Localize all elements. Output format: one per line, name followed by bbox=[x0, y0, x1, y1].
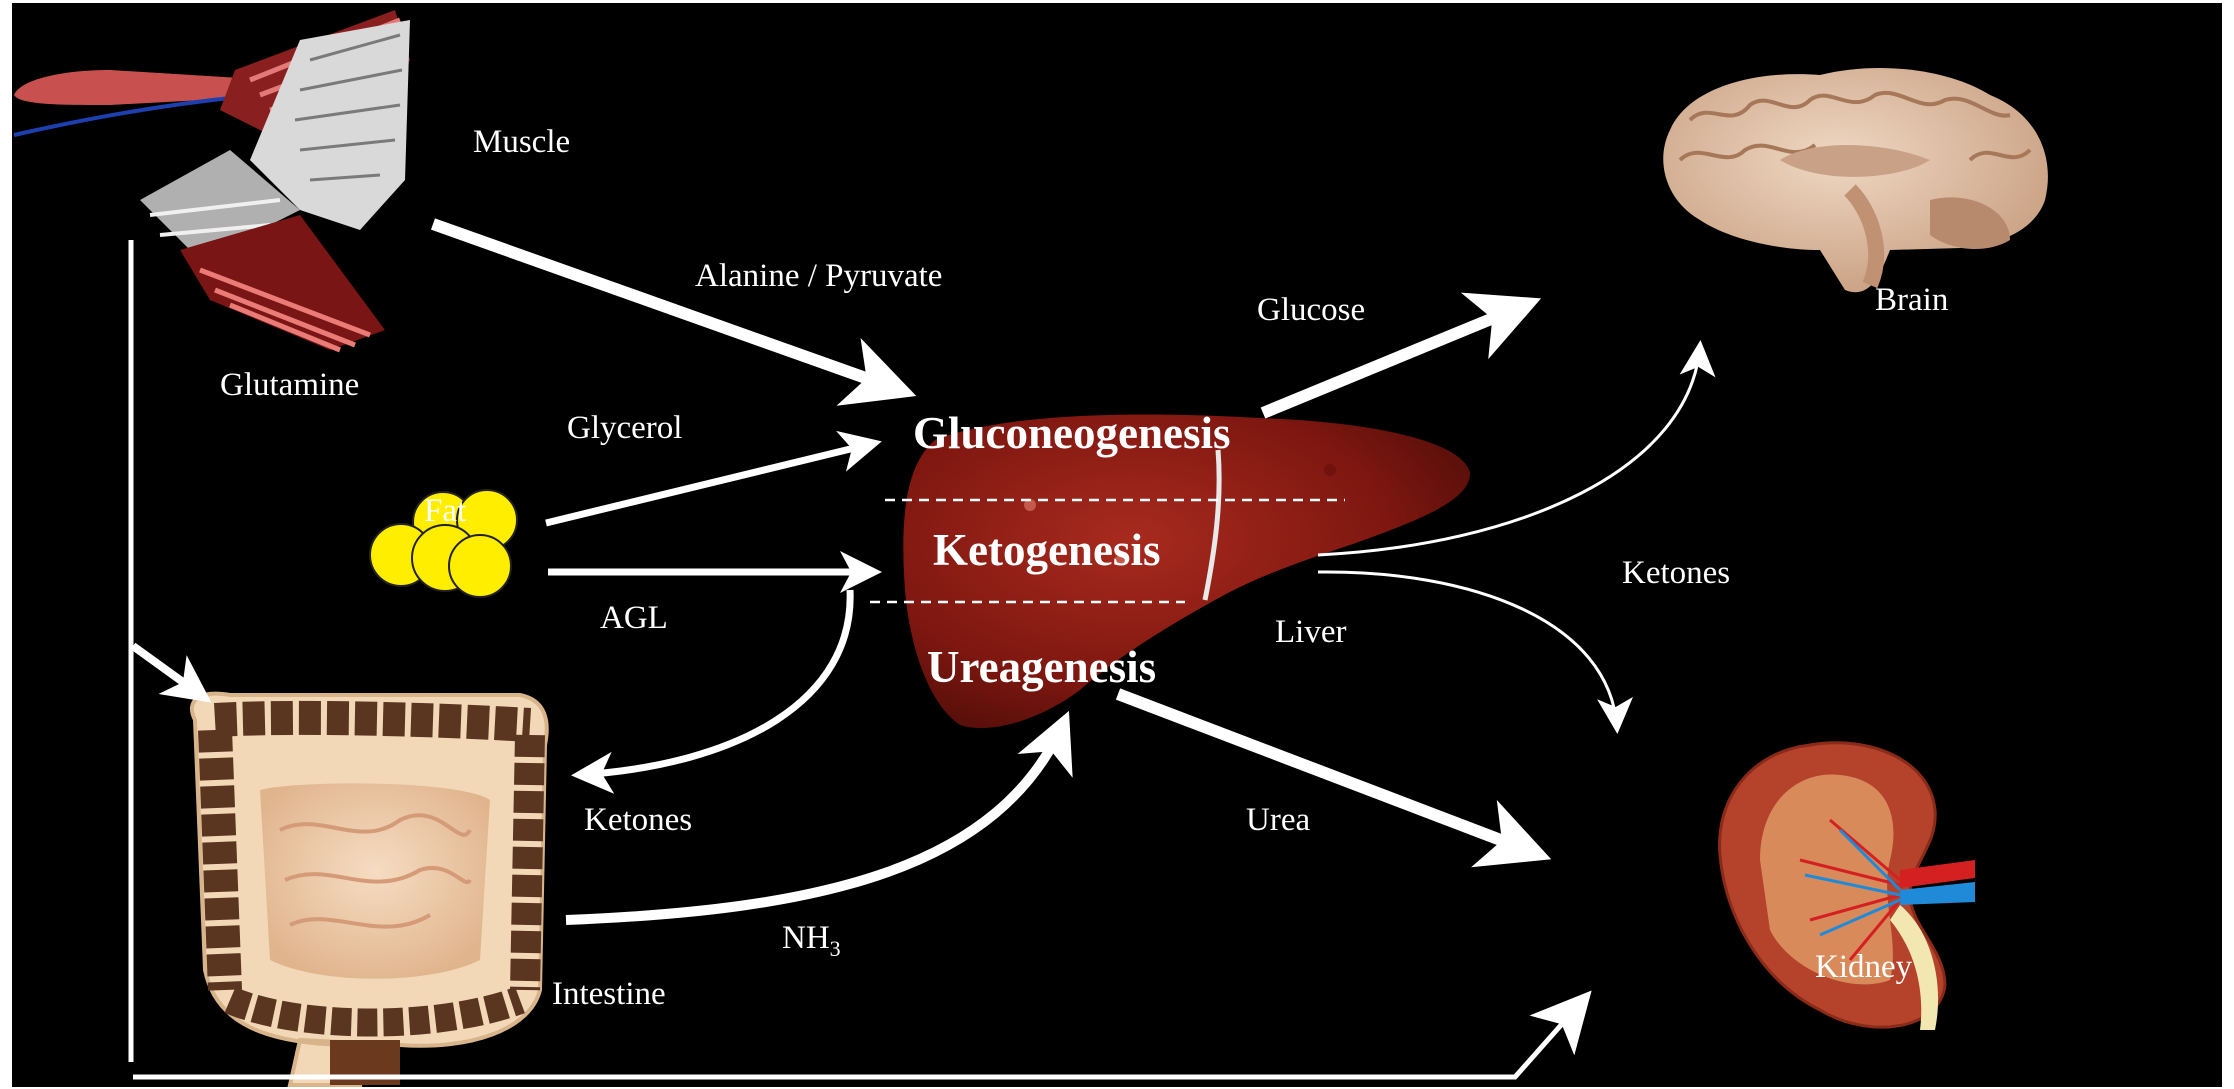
urea-label: Urea bbox=[1246, 804, 1310, 837]
brain-illustration bbox=[1663, 68, 2048, 292]
agl-label: AGL bbox=[600, 602, 668, 635]
arrow-alanine-to-liver bbox=[433, 224, 905, 392]
glycerol-label: Glycerol bbox=[567, 412, 682, 445]
ureagenesis-label: Ureagenesis bbox=[927, 645, 1156, 690]
arrow-glutamine-to-intestine bbox=[133, 646, 205, 698]
ketogenesis-label: Ketogenesis bbox=[933, 528, 1160, 573]
glucose-label: Glucose bbox=[1257, 294, 1365, 327]
glutamine-label: Glutamine bbox=[220, 369, 359, 402]
nh3-base: NH bbox=[782, 920, 830, 956]
liver-label: Liver bbox=[1275, 616, 1346, 649]
kidney-label: Kidney bbox=[1815, 951, 1912, 984]
gluconeogenesis-label: Gluconeogenesis bbox=[913, 411, 1231, 456]
arrow-ketones-to-kidney bbox=[1318, 572, 1617, 728]
fat-label: Fat bbox=[424, 495, 466, 528]
nh3-label: NH3 bbox=[782, 922, 841, 960]
alanine-pyruvate-label: Alanine / Pyruvate bbox=[695, 260, 942, 293]
nh3-subscript: 3 bbox=[830, 936, 841, 961]
ketones-left-label: Ketones bbox=[584, 804, 692, 837]
arrow-glycerol-to-liver bbox=[546, 443, 875, 523]
kidney-illustration bbox=[1720, 743, 1975, 1030]
arrow-urea-to-kidney bbox=[1118, 694, 1540, 855]
intestine-label: Intestine bbox=[552, 978, 666, 1011]
brain-label: Brain bbox=[1875, 284, 1948, 317]
muscle-label: Muscle bbox=[473, 126, 570, 159]
muscle-illustration bbox=[14, 10, 410, 350]
ketones-right-label: Ketones bbox=[1622, 557, 1730, 590]
intestine-illustration bbox=[192, 694, 547, 1085]
